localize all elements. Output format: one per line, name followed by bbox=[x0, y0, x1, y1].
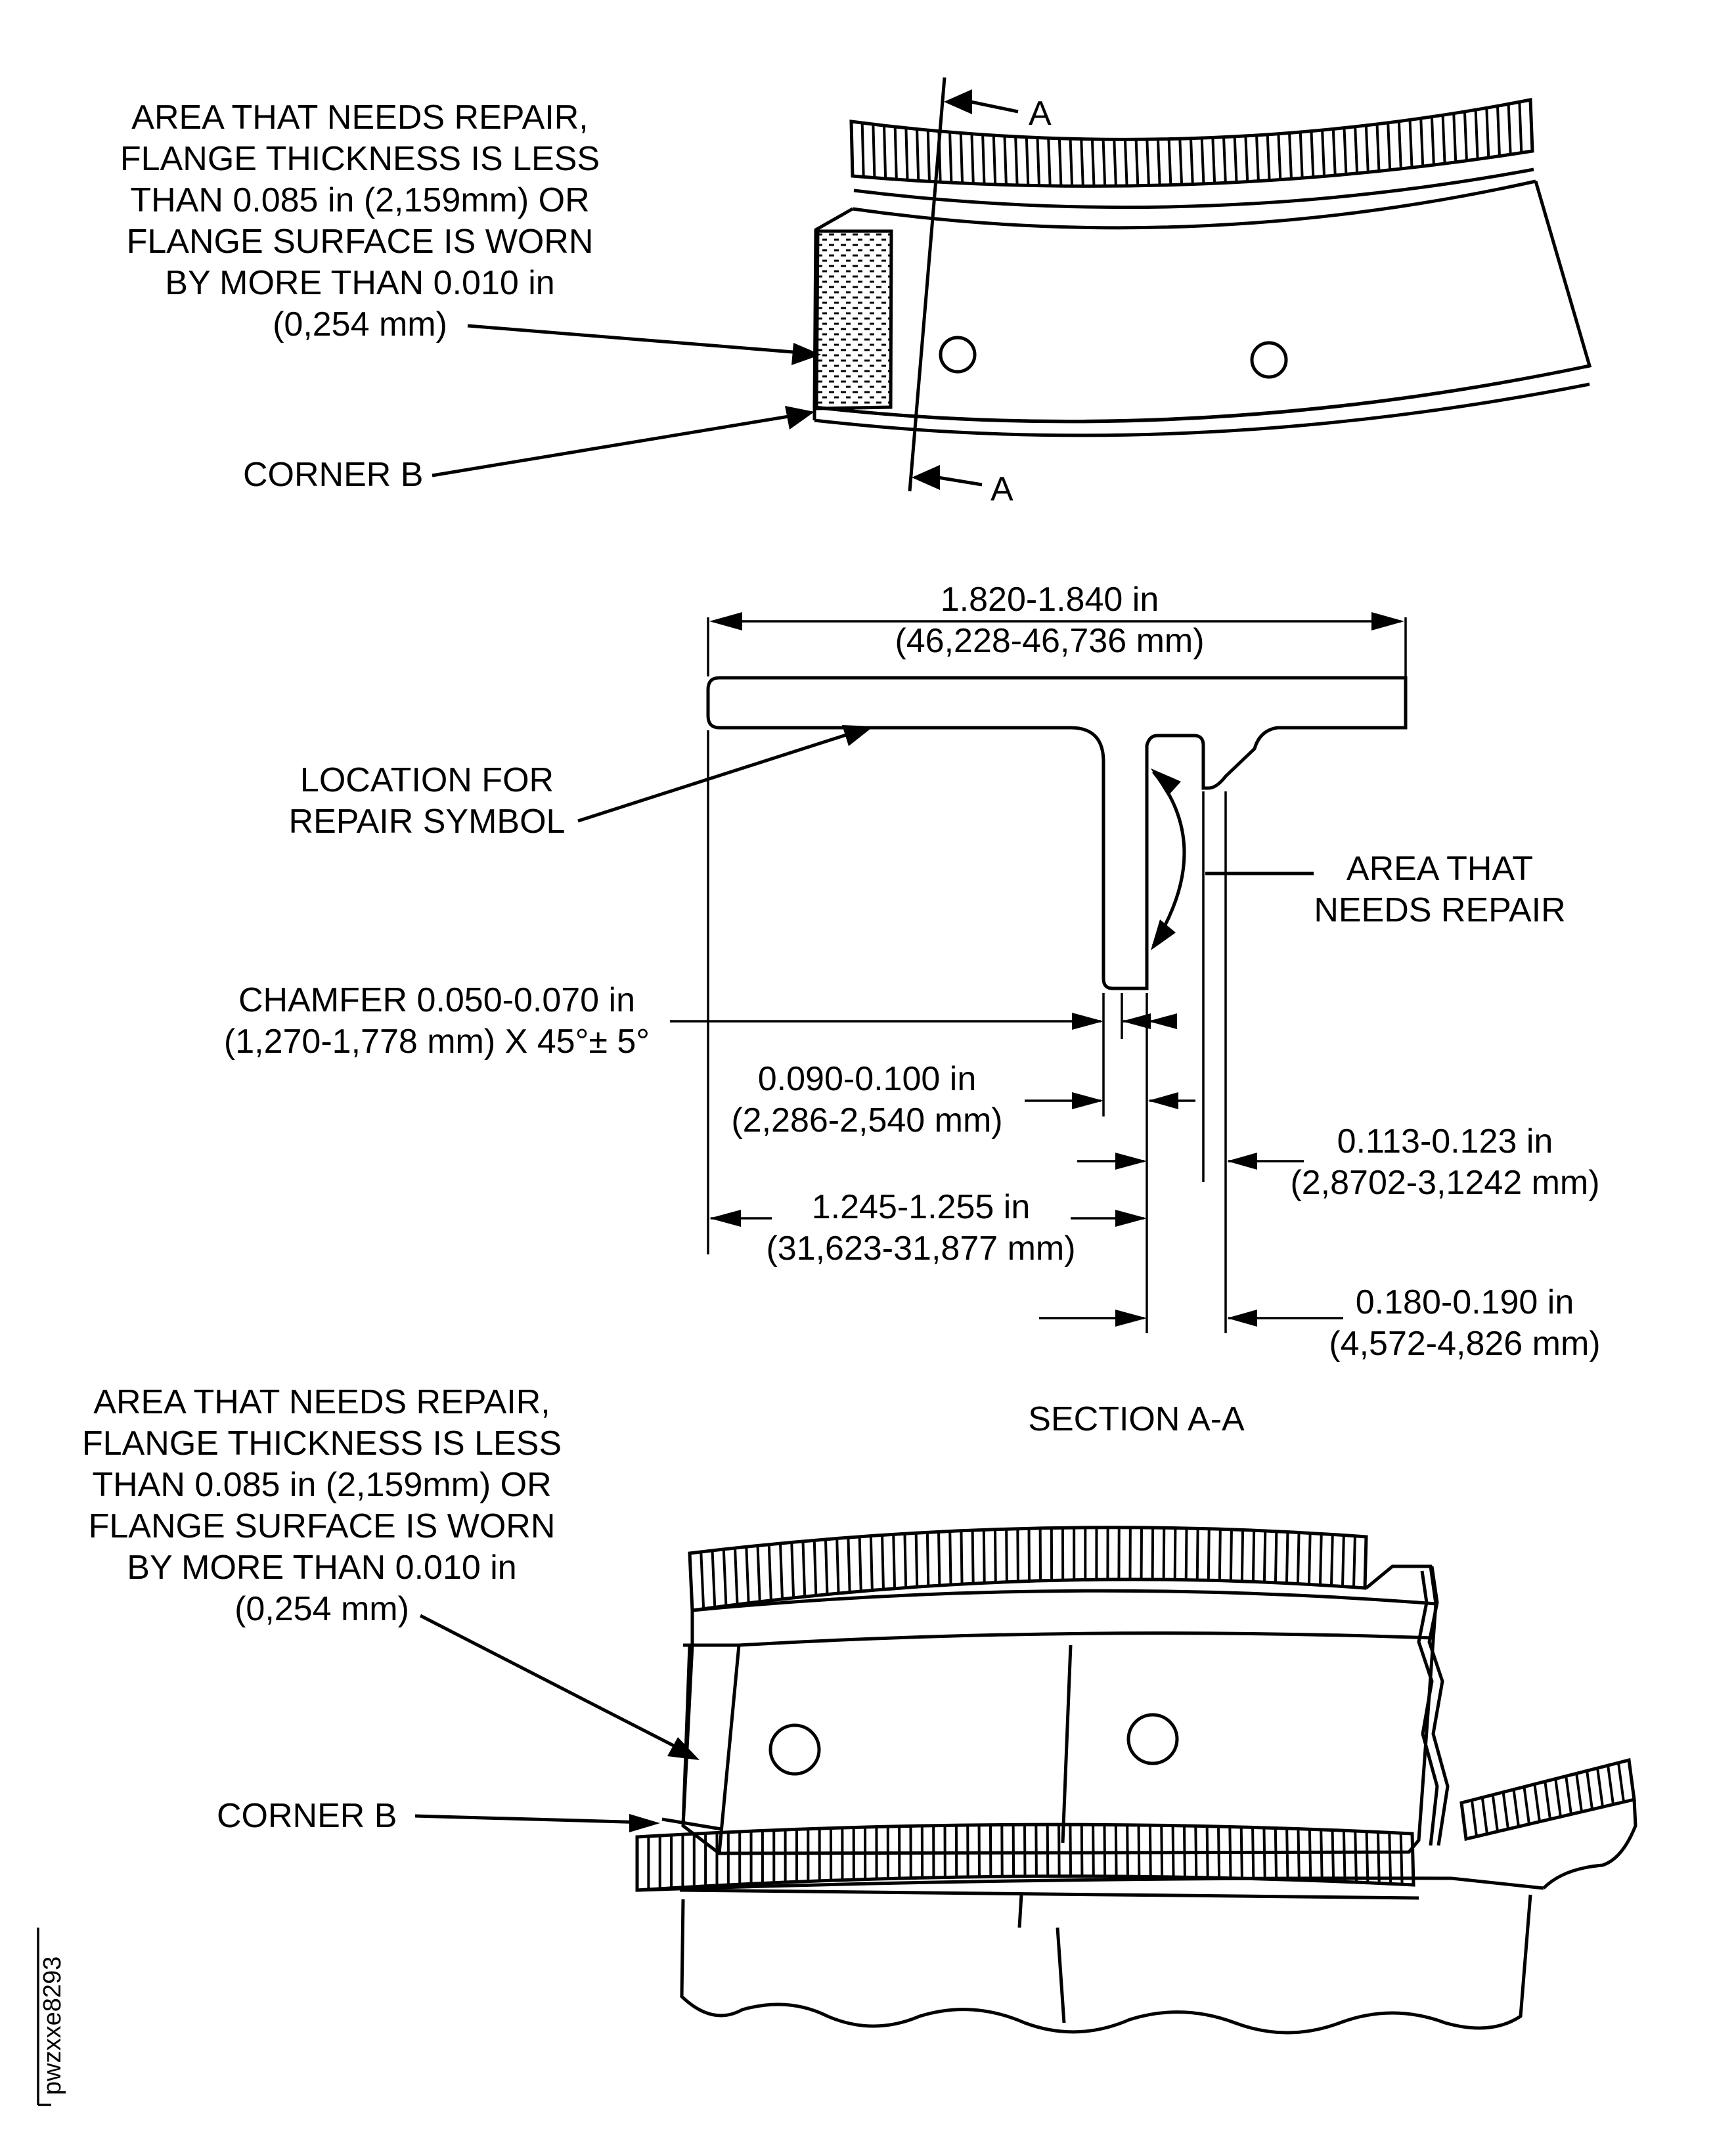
dim-090-text: 0.090-0.100 in (2,286-2,540 mm) bbox=[731, 1060, 1002, 1139]
section-title: SECTION A-A bbox=[1028, 1400, 1245, 1438]
area-note: AREA THAT NEEDS REPAIR bbox=[1314, 850, 1565, 929]
top-serration-teeth bbox=[860, 102, 1523, 187]
top-view: A A AREA THAT NEEDS REPAIR, FLANGE THICK… bbox=[120, 77, 1592, 508]
bottom-segment-divider bbox=[1061, 1645, 1073, 1844]
section-profile-left bbox=[706, 676, 1408, 990]
svg-text:NEEDS REPAIR: NEEDS REPAIR bbox=[1314, 891, 1565, 929]
svg-text:(0,254 mm): (0,254 mm) bbox=[234, 1590, 409, 1628]
bottom-view: AREA THAT NEEDS REPAIR, FLANGE THICKNESS… bbox=[82, 1383, 1637, 2035]
svg-text:(0,254 mm): (0,254 mm) bbox=[273, 305, 447, 343]
svg-text:1.245-1.255 in: 1.245-1.255 in bbox=[812, 1188, 1031, 1226]
svg-text:(2,8702-3,1242 mm): (2,8702-3,1242 mm) bbox=[1290, 1164, 1599, 1202]
bottom-lower-teeth bbox=[647, 1824, 1404, 1889]
svg-text:THAN 0.085 in (2,159mm) OR: THAN 0.085 in (2,159mm) OR bbox=[92, 1466, 551, 1504]
svg-text:(1,270-1,778 mm) X 45°± 5°: (1,270-1,778 mm) X 45°± 5° bbox=[224, 1023, 650, 1061]
svg-text:(31,623-31,877 mm): (31,623-31,877 mm) bbox=[766, 1229, 1075, 1268]
svg-text:REPAIR SYMBOL: REPAIR SYMBOL bbox=[289, 803, 566, 841]
top-repair-area bbox=[814, 229, 893, 410]
location-leader bbox=[577, 728, 861, 823]
top-corner-label: CORNER B bbox=[243, 456, 423, 494]
dim-113-text: 0.113-0.123 in (2,8702-3,1242 mm) bbox=[1290, 1122, 1599, 1202]
svg-text:0.090-0.100 in: 0.090-0.100 in bbox=[758, 1060, 977, 1098]
section-mark-bottom: A bbox=[990, 470, 1013, 508]
svg-text:AREA THAT: AREA THAT bbox=[1347, 850, 1533, 888]
svg-text:BY MORE THAN 0.010 in: BY MORE THAN 0.010 in bbox=[165, 264, 554, 302]
top-repair-leader bbox=[467, 324, 810, 355]
bottom-bolt-hole-1 bbox=[768, 1723, 821, 1776]
svg-text:THAN 0.085 in (2,159mm) OR: THAN 0.085 in (2,159mm) OR bbox=[130, 181, 589, 219]
bottom-bolt-hole-2 bbox=[1126, 1713, 1179, 1765]
top-bolt-hole-2 bbox=[1250, 341, 1288, 379]
svg-text:(2,286-2,540 mm): (2,286-2,540 mm) bbox=[731, 1101, 1002, 1139]
bottom-lower-serration bbox=[635, 1823, 1415, 1892]
section-arrow-top bbox=[944, 89, 972, 114]
svg-text:(46,228-46,736 mm): (46,228-46,736 mm) bbox=[895, 622, 1204, 660]
bottom-body bbox=[681, 1589, 1438, 1855]
svg-text:FLANGE THICKNESS IS LESS: FLANGE THICKNESS IS LESS bbox=[82, 1425, 562, 1463]
bottom-skirt bbox=[680, 1894, 1532, 2035]
top-body-rim bbox=[814, 382, 1590, 437]
svg-text:FLANGE THICKNESS IS LESS: FLANGE THICKNESS IS LESS bbox=[120, 140, 600, 178]
top-bolt-hole-1 bbox=[939, 336, 977, 374]
svg-text:LOCATION FOR: LOCATION FOR bbox=[300, 761, 554, 799]
dim-1245-text: 1.245-1.255 in (31,623-31,877 mm) bbox=[766, 1188, 1075, 1268]
section-mark-top: A bbox=[1029, 95, 1052, 133]
svg-text:1.820-1.840 in: 1.820-1.840 in bbox=[941, 581, 1159, 619]
svg-text:AREA THAT NEEDS REPAIR,: AREA THAT NEEDS REPAIR, bbox=[93, 1383, 550, 1421]
bottom-note: AREA THAT NEEDS REPAIR, FLANGE THICKNESS… bbox=[82, 1383, 562, 1628]
location-note: LOCATION FOR REPAIR SYMBOL bbox=[289, 761, 566, 841]
section-cut-line bbox=[908, 77, 946, 492]
figure-id: pwzxxe8293 bbox=[39, 1956, 66, 2095]
section-repair-arc bbox=[1151, 770, 1186, 947]
bottom-right-teeth bbox=[1470, 1762, 1625, 1837]
top-body-upper bbox=[852, 179, 1536, 230]
svg-text:BY MORE THAN 0.010 in: BY MORE THAN 0.010 in bbox=[127, 1549, 516, 1587]
top-corner-leader bbox=[432, 412, 805, 477]
bottom-upper-teeth bbox=[700, 1527, 1356, 1609]
svg-text:0.113-0.123 in: 0.113-0.123 in bbox=[1337, 1122, 1553, 1160]
bottom-corner-leader bbox=[414, 1814, 648, 1824]
top-body-lower-edge bbox=[814, 364, 1590, 423]
top-flange-line bbox=[853, 167, 1534, 210]
chamfer-note: CHAMFER 0.050-0.070 in (1,270-1,778 mm) … bbox=[224, 981, 650, 1061]
top-outer-serration bbox=[849, 97, 1534, 188]
top-repair-note: AREA THAT NEEDS REPAIR, FLANGE THICKNESS… bbox=[120, 99, 600, 343]
top-segment bbox=[812, 97, 1592, 437]
svg-text:FLANGE SURFACE IS WORN: FLANGE SURFACE IS WORN bbox=[127, 223, 594, 261]
bottom-corner-label: CORNER B bbox=[217, 1797, 397, 1835]
svg-text:(4,572-4,826 mm): (4,572-4,826 mm) bbox=[1329, 1325, 1600, 1363]
svg-text:0.180-0.190 in: 0.180-0.190 in bbox=[1356, 1283, 1574, 1321]
dim-180-text: 0.180-0.190 in (4,572-4,826 mm) bbox=[1329, 1283, 1600, 1363]
svg-text:FLANGE SURFACE IS WORN: FLANGE SURFACE IS WORN bbox=[89, 1507, 556, 1545]
dim-overall-text: 1.820-1.840 in (46,228-46,736 mm) bbox=[895, 581, 1204, 660]
bottom-repair-leader bbox=[419, 1614, 688, 1754]
section-a-a: 1.820-1.840 in (46,228-46,736 mm) LOCATI… bbox=[224, 581, 1601, 1438]
svg-text:AREA THAT NEEDS REPAIR,: AREA THAT NEEDS REPAIR, bbox=[131, 99, 588, 137]
svg-text:CHAMFER 0.050-0.070 in: CHAMFER 0.050-0.070 in bbox=[238, 981, 635, 1019]
section-arrow-bottom bbox=[912, 465, 940, 490]
